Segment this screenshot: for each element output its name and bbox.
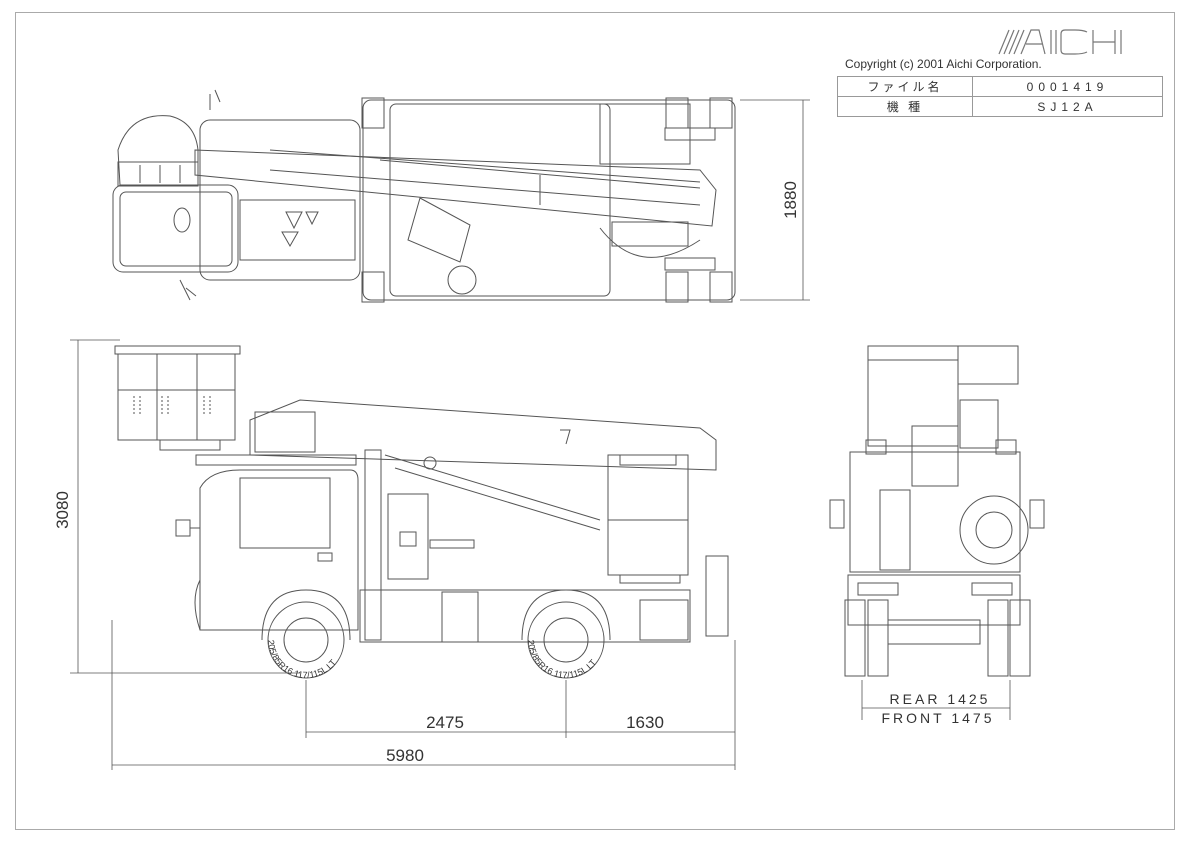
info-table: ファイル名 0001419 機 種 SJ12A: [837, 76, 1163, 117]
dim-overall-length: 5980: [386, 746, 424, 765]
dim-height: 3080: [53, 491, 72, 529]
aichi-logo: [998, 29, 1122, 55]
info-row-model: 機 種 SJ12A: [837, 96, 1163, 117]
dim-wheelbase: 2475: [426, 713, 464, 732]
copyright-text: Copyright (c) 2001 Aichi Corporation.: [845, 57, 1042, 71]
rear-view: [829, 345, 1045, 677]
side-view: [114, 345, 729, 679]
top-view: [112, 89, 736, 303]
info-value: 0001419: [972, 76, 1163, 97]
info-row-filename: ファイル名 0001419: [837, 76, 1163, 97]
dim-top-width: 1880: [781, 181, 800, 219]
dimension-lines: [70, 99, 1011, 770]
info-value: SJ12A: [972, 96, 1163, 117]
info-key: 機 種: [837, 96, 973, 117]
dim-front-track: FRONT 1475: [882, 710, 995, 726]
drawing-frame: [15, 12, 1175, 830]
dim-rear-track: REAR 1425: [890, 691, 991, 707]
dim-rear-overhang: 1630: [626, 713, 664, 732]
